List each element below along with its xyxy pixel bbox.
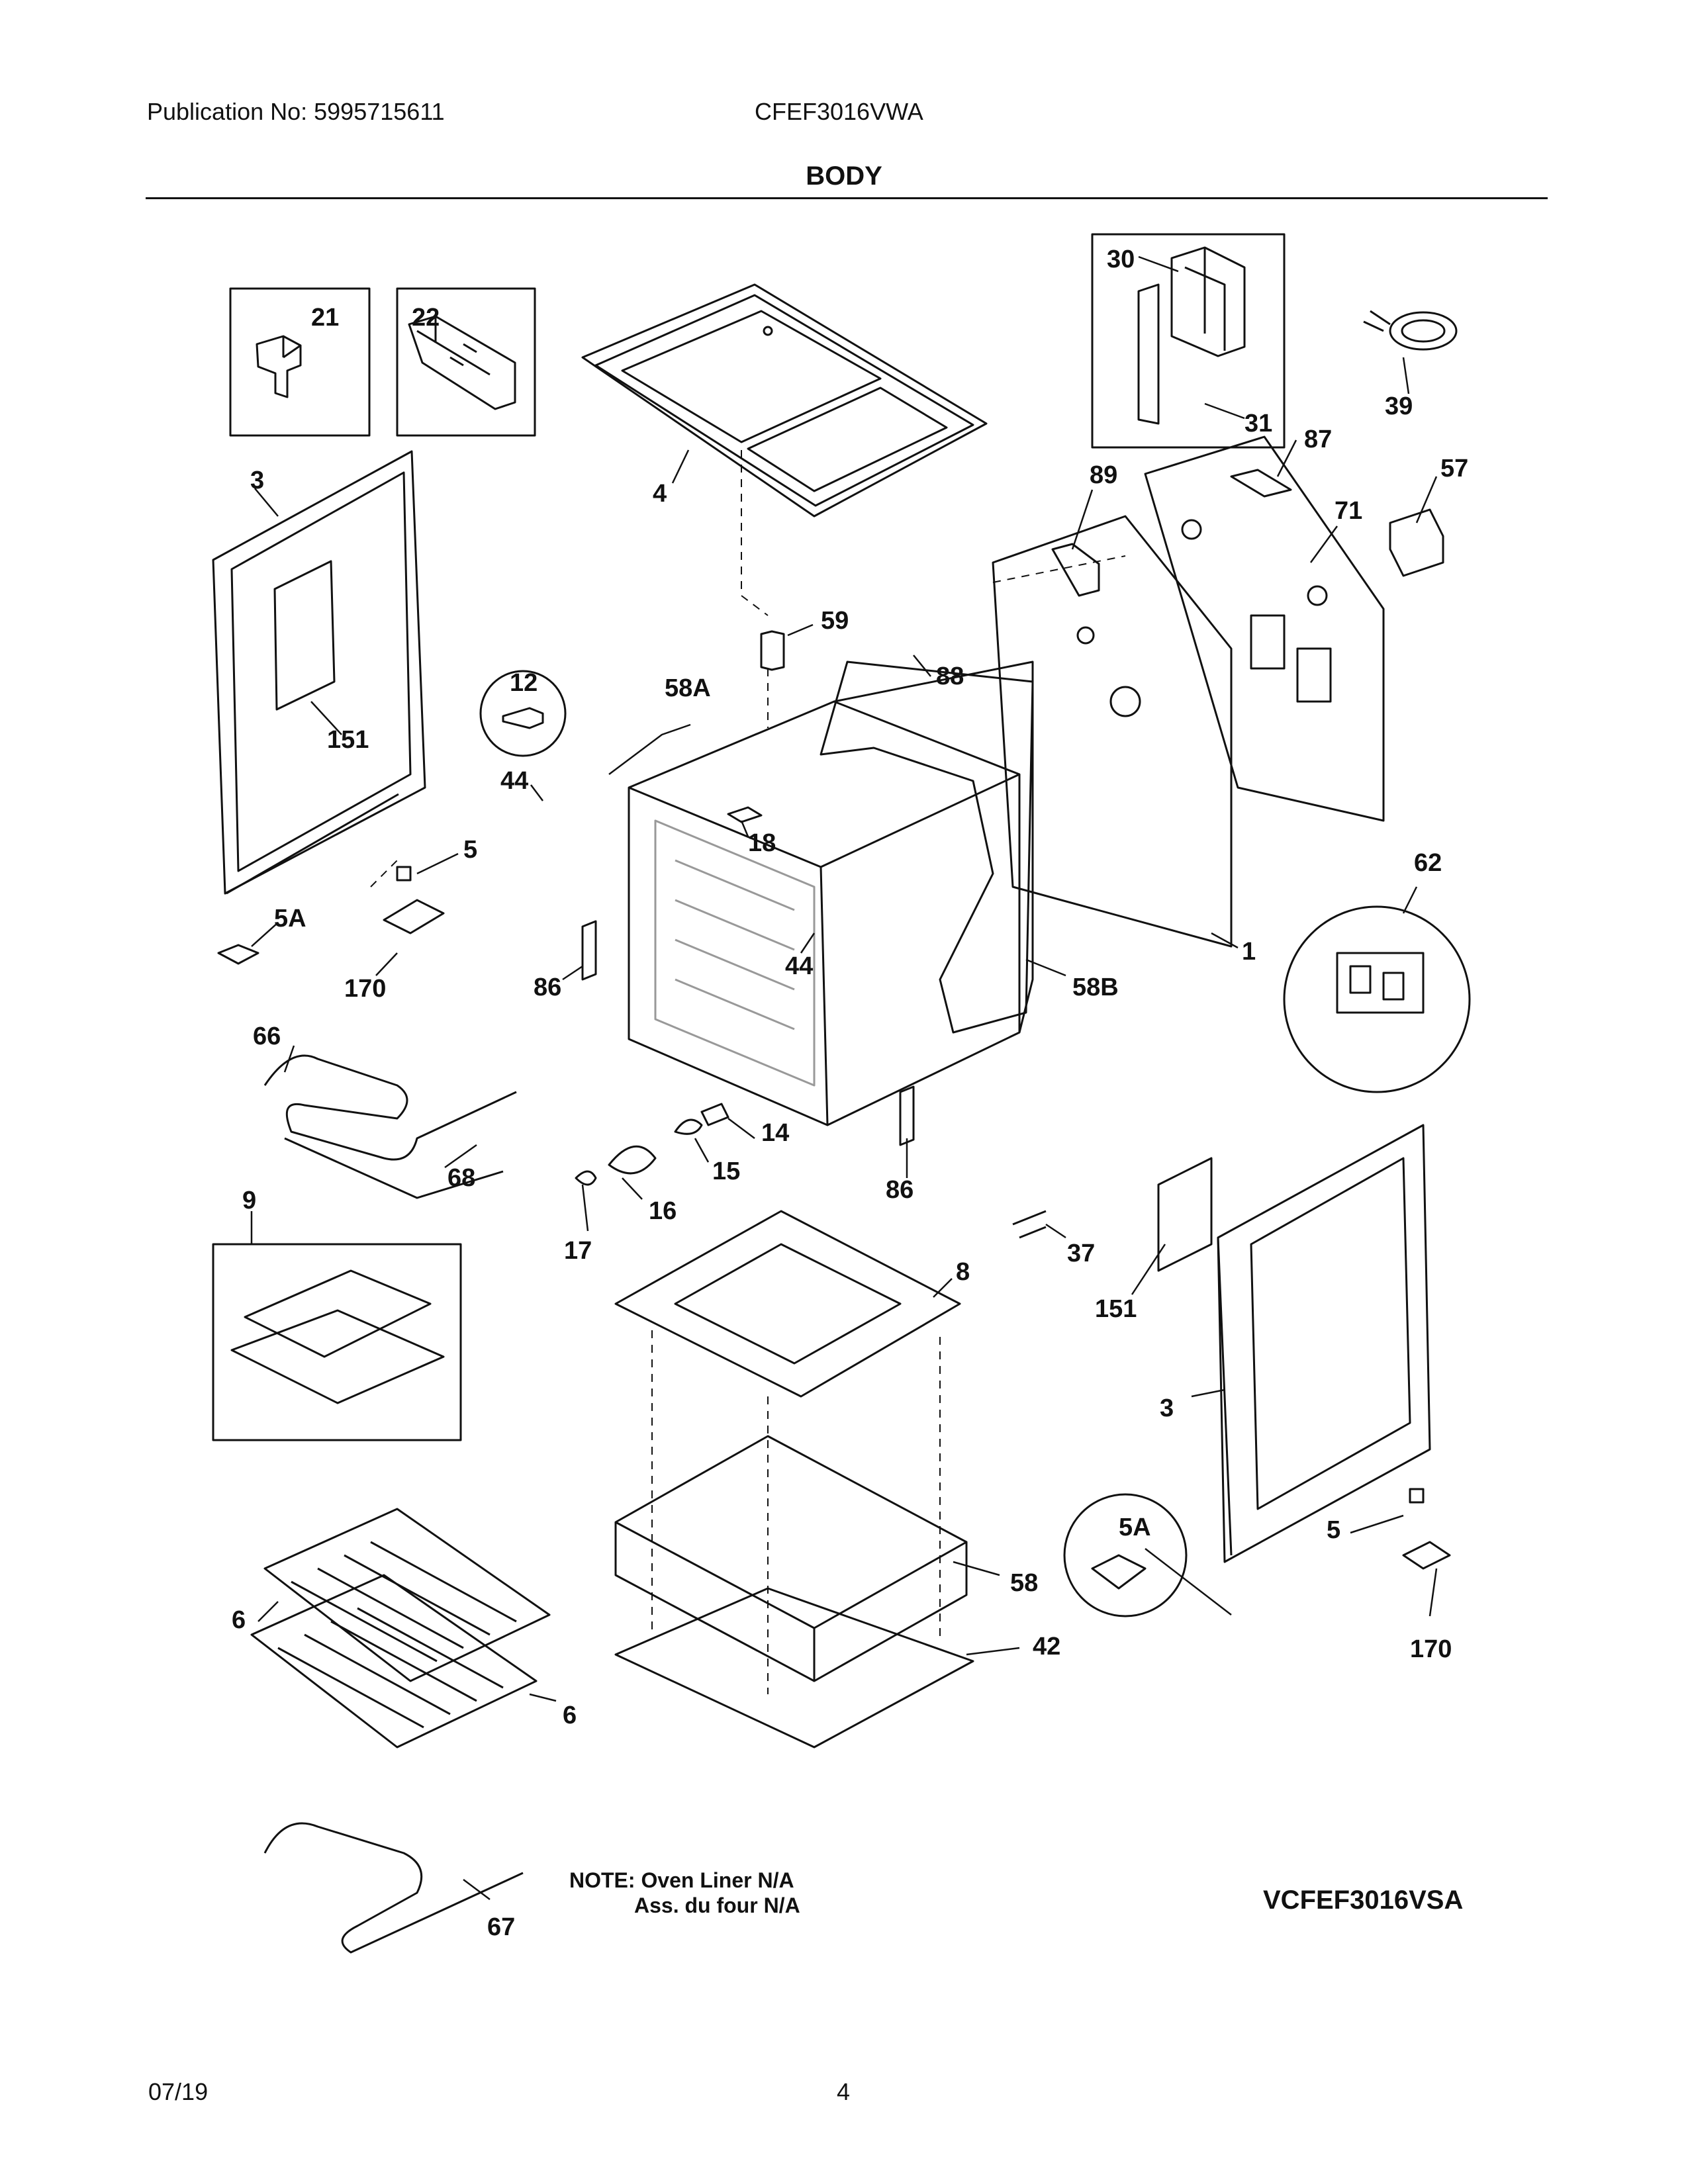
part-71-back-panel bbox=[1144, 435, 1385, 822]
part-59-vent bbox=[760, 630, 785, 671]
part-5-left-leveler bbox=[396, 866, 412, 882]
callout-6-bottom: 6 bbox=[563, 1702, 577, 1729]
footer-page-number: 4 bbox=[837, 2078, 851, 2105]
part-3-left-side-panel bbox=[212, 450, 426, 895]
callout-3-left: 3 bbox=[250, 467, 264, 494]
note-line-2: Ass. du four N/A bbox=[634, 1893, 800, 1917]
callout-37: 37 bbox=[1067, 1240, 1095, 1267]
note-line-1: NOTE: Oven Liner N/A bbox=[569, 1868, 794, 1892]
part-21-box bbox=[229, 287, 371, 437]
callout-151-right: 151 bbox=[1095, 1295, 1137, 1323]
callout-58: 58 bbox=[1010, 1569, 1038, 1597]
callout-5-right: 5 bbox=[1327, 1516, 1340, 1544]
callout-67: 67 bbox=[487, 1913, 515, 1941]
part-22-box bbox=[396, 287, 536, 437]
callout-6-top: 6 bbox=[232, 1606, 246, 1634]
callout-8: 8 bbox=[956, 1258, 970, 1286]
part-62-terminal-block-detail bbox=[1283, 905, 1471, 1093]
callout-9: 9 bbox=[242, 1187, 256, 1214]
callout-59: 59 bbox=[821, 607, 849, 635]
part-4-top-panel bbox=[581, 283, 988, 518]
callout-66: 66 bbox=[253, 1023, 281, 1050]
part-9-broiler-pan-box bbox=[212, 1243, 462, 1441]
callout-12: 12 bbox=[510, 669, 538, 697]
part-87-bracket bbox=[1230, 469, 1292, 498]
part-5A-detail bbox=[1063, 1493, 1188, 1617]
part-16-lens bbox=[608, 1145, 657, 1175]
callout-21: 21 bbox=[311, 304, 339, 332]
part-151-right-bracket bbox=[1157, 1157, 1213, 1272]
callout-1: 1 bbox=[1242, 938, 1256, 966]
callout-86-right: 86 bbox=[886, 1176, 914, 1204]
part-6-oven-racks bbox=[250, 1508, 551, 1749]
callout-4: 4 bbox=[653, 480, 667, 508]
part-86-left-hinge-bracket bbox=[581, 920, 597, 981]
callout-22: 22 bbox=[412, 304, 440, 332]
callout-5-left: 5 bbox=[463, 836, 477, 864]
callout-leaders bbox=[250, 255, 1438, 1900]
part-89-bracket bbox=[1051, 543, 1100, 597]
callout-71: 71 bbox=[1335, 497, 1362, 525]
part-30-31-box bbox=[1091, 233, 1286, 449]
part-68-wire bbox=[284, 1137, 504, 1199]
oven-cavity bbox=[628, 660, 1034, 1126]
callout-57: 57 bbox=[1440, 455, 1468, 482]
part-170-left-leg-bracket bbox=[383, 899, 445, 934]
callout-86-left: 86 bbox=[534, 974, 561, 1001]
callout-3-right: 3 bbox=[1160, 1394, 1174, 1422]
alignment-lines bbox=[370, 450, 1126, 1694]
part-86-right-hinge-bracket bbox=[899, 1085, 915, 1146]
part-18-clip bbox=[727, 806, 763, 823]
part-42-bottom-tray bbox=[614, 1587, 974, 1749]
publication-number: Publication No: 5995715611 bbox=[147, 98, 445, 125]
callout-44-left: 44 bbox=[500, 767, 528, 795]
footer-date: 07/19 bbox=[148, 2078, 209, 2105]
model-number: CFEF3016VWA bbox=[755, 98, 923, 125]
part-14-light-socket bbox=[700, 1103, 729, 1126]
part-1-inner-back-panel bbox=[992, 515, 1233, 948]
callout-18: 18 bbox=[748, 829, 776, 857]
part-170-right-leg-bracket bbox=[1402, 1541, 1451, 1570]
part-57-cover bbox=[1389, 508, 1444, 577]
part-15-bulb bbox=[674, 1118, 703, 1135]
callout-44-mid: 44 bbox=[785, 952, 813, 980]
callout-31: 31 bbox=[1244, 410, 1272, 437]
callout-14: 14 bbox=[761, 1119, 789, 1147]
callout-17: 17 bbox=[564, 1237, 592, 1265]
callout-5A-right: 5A bbox=[1119, 1514, 1151, 1541]
part-66-broil-element bbox=[263, 1054, 517, 1161]
header-rule bbox=[146, 197, 1548, 199]
callout-58A: 58A bbox=[665, 674, 711, 702]
callout-5A-left: 5A bbox=[274, 905, 306, 933]
callout-42: 42 bbox=[1033, 1633, 1060, 1661]
callout-58B: 58B bbox=[1072, 974, 1119, 1001]
part-67-bake-element bbox=[263, 1822, 524, 1954]
part-3-right-side-panel bbox=[1217, 1124, 1431, 1563]
callout-16: 16 bbox=[649, 1197, 677, 1225]
callout-170-right: 170 bbox=[1410, 1635, 1452, 1663]
callout-15: 15 bbox=[712, 1158, 740, 1185]
callout-87: 87 bbox=[1304, 426, 1332, 453]
callout-88: 88 bbox=[936, 662, 964, 690]
callout-39: 39 bbox=[1385, 392, 1413, 420]
callout-62: 62 bbox=[1414, 849, 1442, 877]
part-17-clip bbox=[575, 1170, 597, 1186]
part-8-bottom-panel bbox=[614, 1210, 961, 1398]
part-5A-left-leg bbox=[217, 944, 259, 965]
callout-30: 30 bbox=[1107, 246, 1135, 273]
part-58B-insulation-wrap bbox=[820, 660, 1034, 1034]
part-39-power-cord bbox=[1363, 310, 1458, 351]
part-58-insulation bbox=[614, 1435, 968, 1682]
callout-68: 68 bbox=[447, 1164, 475, 1192]
variant-model-number: VCFEF3016VSA bbox=[1263, 1886, 1463, 1915]
page-title: BODY bbox=[806, 161, 882, 191]
part-37-wire bbox=[1012, 1210, 1047, 1239]
callout-89: 89 bbox=[1090, 461, 1117, 489]
callout-151-left: 151 bbox=[327, 726, 369, 754]
part-12-detail bbox=[479, 670, 567, 757]
callout-170-left: 170 bbox=[344, 975, 386, 1003]
part-5-right-leveler bbox=[1409, 1488, 1425, 1504]
